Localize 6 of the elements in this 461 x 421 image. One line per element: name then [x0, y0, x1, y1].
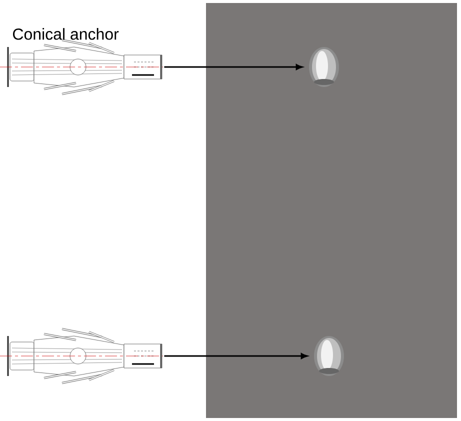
- anchor-label: Conical anchor: [13, 28, 119, 40]
- arrow: [164, 353, 308, 359]
- arrow: [164, 64, 303, 70]
- drilled-hole: [309, 47, 339, 87]
- drilled-hole: [314, 336, 344, 376]
- anchor-drawing: [0, 328, 164, 384]
